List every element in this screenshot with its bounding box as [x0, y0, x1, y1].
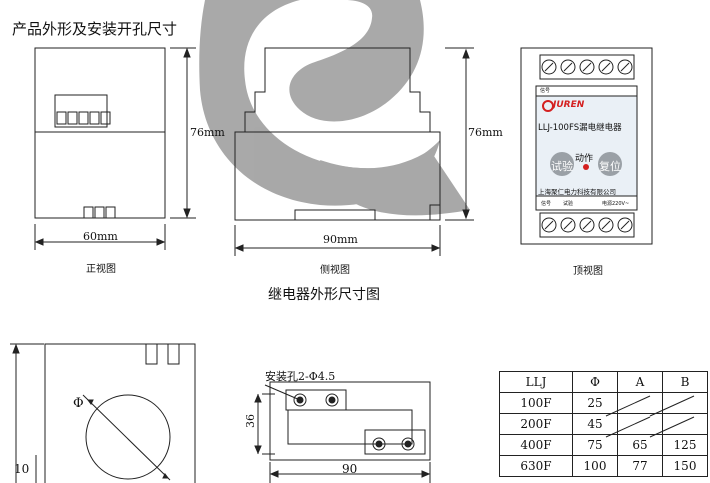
mounting-hole-view [254, 381, 431, 483]
table-cell: 75 [572, 434, 618, 456]
table-row: 100F 25 [499, 392, 708, 414]
side-height-label: 76mm [468, 126, 503, 139]
terminal-slot [563, 62, 573, 72]
side-view [234, 47, 474, 256]
terminal-slot [544, 220, 554, 230]
table-cell: 25 [572, 392, 618, 414]
table-cell: 100 [572, 455, 618, 477]
watermark-logo [199, 0, 470, 216]
terminal-slot [601, 220, 611, 230]
ct-diameter-label: Φ [73, 396, 84, 411]
terminal-slot [582, 220, 592, 230]
reset-button-icon [598, 152, 622, 176]
table-row: 630F 100 77 150 [499, 455, 708, 477]
top-caption: 顶视图 [573, 266, 603, 277]
table-cell: 45 [572, 413, 618, 435]
table-cell: 150 [662, 455, 708, 477]
table-row: 400F 75 65 125 [499, 434, 708, 456]
hole-label: 安装孔2-Φ4.5 [265, 370, 336, 383]
table-cell: 125 [662, 434, 708, 456]
table-cell: 65 [617, 434, 663, 456]
table-header: LLJ [499, 371, 573, 393]
table-cell [662, 392, 708, 414]
table-cell: 400F [499, 434, 573, 456]
page-title: 产品外形及安装开孔尺寸 [12, 20, 178, 38]
juren-logo-icon [542, 100, 554, 112]
spec-table: LLJ Φ A B 100F 25 200F 45 400F 75 65 125… [499, 371, 708, 477]
bottom-label-2: 电源220V~ [602, 201, 630, 207]
top-terminals [541, 59, 633, 233]
test-button-icon [550, 152, 574, 176]
table-cell [617, 413, 663, 435]
top-indicator-label: 动作 [575, 154, 594, 164]
hole-height-label: 36 [244, 414, 257, 428]
front-height-label: 76mm [190, 126, 225, 139]
top-brand: JUREN [553, 100, 585, 110]
ct-view [10, 343, 196, 483]
table-cell: 630F [499, 455, 573, 477]
table-cell: 100F [499, 392, 573, 414]
action-indicator-led [583, 164, 589, 170]
terminal-slot [582, 62, 592, 72]
top-manufacturer: 上海聚仁电力科技有限公司 [538, 188, 616, 196]
table-cell [617, 392, 663, 414]
top-label-signal: 信号 [540, 88, 551, 94]
table-header: A [617, 371, 663, 393]
front-width-label: 60mm [83, 230, 118, 243]
top-view [520, 47, 653, 245]
table-cell: 200F [499, 413, 573, 435]
terminal-slot [563, 220, 573, 230]
top-model: LLJ-100FS漏电继电器 [538, 123, 622, 133]
bottom-label-0: 信号 [541, 201, 552, 207]
test-button: 试验 [551, 160, 573, 173]
terminal-slot [620, 62, 630, 72]
side-caption: 侧视图 [320, 265, 350, 276]
terminal-slot [601, 62, 611, 72]
terminal-slot [620, 220, 630, 230]
terminal-slot [544, 62, 554, 72]
table-cell: 77 [617, 455, 663, 477]
table-header: Φ [572, 371, 618, 393]
bottom-label-1: 试验 [563, 201, 574, 207]
reset-button: 复位 [599, 160, 621, 173]
table-cell [662, 413, 708, 435]
front-view [34, 47, 196, 250]
table-header: B [662, 371, 708, 393]
hole-width-label: 90 [342, 462, 358, 476]
table-row: 200F 45 [499, 413, 708, 435]
table-header-row: LLJ Φ A B [499, 371, 708, 393]
side-width-label: 90mm [323, 233, 358, 246]
ct-offset-label: 10 [14, 462, 30, 476]
front-caption: 正视图 [86, 264, 116, 275]
section-title: 继电器外形尺寸图 [268, 287, 380, 303]
